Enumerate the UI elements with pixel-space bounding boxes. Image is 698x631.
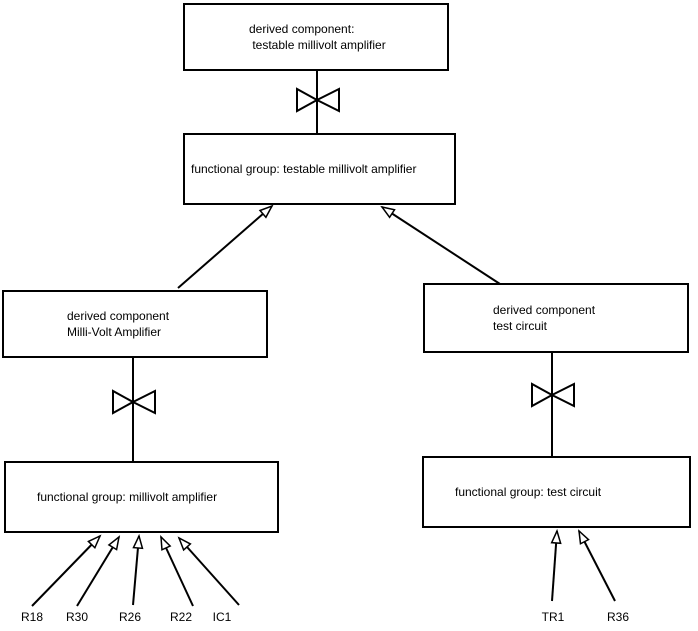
bowtie-icon [531,382,575,408]
node-label: functional group: testable millivolt amp… [191,162,417,176]
node-label: derived component test circuit [493,303,596,333]
node-functional-group-test-circuit: functional group: test circuit [422,456,691,528]
component-label-tr1: TR1 [541,610,565,624]
arrow-tr1 [550,528,562,602]
arrow-mv-amplifier-to-fg-testable [177,204,274,289]
node-derived-component-milli-volt-amplifier: derived component Milli-Volt Amplifier [2,290,268,358]
arrow-r18 [31,534,102,607]
component-label-r22: R22 [169,610,193,624]
node-label: derived component: testable millivolt am… [249,22,386,52]
node-functional-group-millivolt-amplifier: functional group: millivolt amplifier [4,461,279,533]
node-functional-group-testable-millivolt-amplifier: functional group: testable millivolt amp… [183,133,456,205]
arrow-r26 [132,533,144,606]
component-label-ic1: IC1 [212,610,232,624]
component-label-r36: R36 [606,610,630,624]
bowtie-icon [112,389,156,415]
node-derived-component-test-circuit: derived component test circuit [423,283,689,353]
component-label-r18: R18 [20,610,44,624]
node-derived-component-testable-millivolt-amplifier: derived component: testable millivolt am… [183,3,449,71]
component-label-r26: R26 [118,610,142,624]
bowtie-icon [296,87,340,113]
arrow-r22 [160,535,194,607]
arrow-r36 [578,529,616,602]
node-label: functional group: test circuit [455,485,602,499]
arrow-test-circuit-to-fg-testable [380,205,501,285]
component-label-r30: R30 [65,610,89,624]
arrow-r30 [76,535,121,607]
node-label: functional group: millivolt amplifier [37,490,218,504]
arrow-ic1 [177,536,240,606]
node-label: derived component Milli-Volt Amplifier [67,309,170,339]
